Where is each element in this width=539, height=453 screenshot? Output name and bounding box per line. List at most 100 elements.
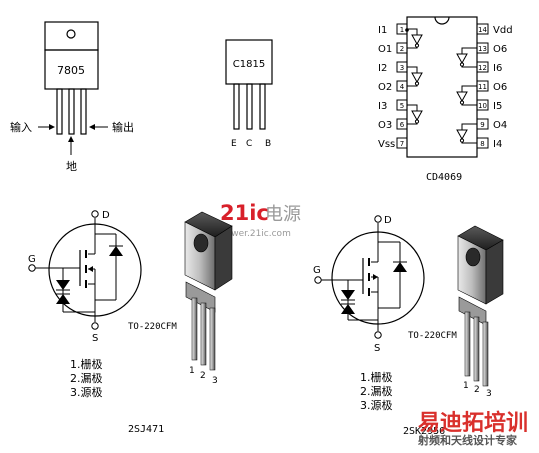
gate-label: G [28, 254, 36, 265]
input-label: 输入 [10, 120, 32, 134]
inverter-gate-icon [456, 123, 477, 144]
mosfet-symbol-right: D G S [313, 215, 425, 354]
left-pin-label: O1 [378, 44, 392, 55]
legend-item-drain: 2.漏极 [70, 371, 103, 385]
pin-number-2: 2 [200, 371, 206, 381]
regulator-7805: 7805 输入 输出 地 [10, 21, 134, 173]
inverter-gate-icon [456, 47, 477, 68]
right-pin-label: Vdd [493, 25, 513, 36]
inverter-gate-icon [407, 66, 423, 87]
right-pin-number: 13 [478, 45, 487, 53]
right-pin-number: 14 [478, 26, 487, 34]
transistor-lead-e [233, 83, 240, 130]
watermark-21ic: 21ic 电源 power.21ic.com [220, 201, 301, 239]
left-pin-number: 1 [400, 26, 404, 34]
left-pin-number: 2 [400, 45, 404, 53]
inverter-gates [407, 28, 477, 144]
source-label: S [92, 333, 98, 344]
flyback-diode-icon [109, 246, 123, 256]
source-terminal [374, 331, 382, 339]
package-lead-3 [209, 307, 216, 371]
right-pin-number: 12 [478, 64, 487, 72]
ic-body [406, 16, 478, 158]
drain-terminal [91, 210, 99, 218]
right-pin-number: 8 [480, 140, 484, 148]
pin-number-2: 2 [474, 385, 480, 395]
transistor-part-label: C1815 [233, 59, 265, 70]
right-pin-label: I5 [493, 101, 502, 112]
right-pin-label: I6 [493, 63, 502, 74]
package-lead-3 [482, 321, 489, 387]
regulator-lead-ground [68, 88, 75, 135]
ic-notch [434, 16, 450, 25]
output-label: 输出 [112, 120, 134, 134]
pin-label-e: E [231, 139, 237, 149]
footer-brand: 易迪拓培训 [418, 410, 528, 436]
pin-number-3: 3 [486, 389, 492, 399]
zener-diode-icon [56, 280, 70, 290]
part-number-right: 2SK2956 [403, 426, 445, 437]
ground-label: 地 [66, 160, 77, 173]
package-lead-1 [191, 297, 198, 361]
to220-package-right: 1 2 3 TO-220CFM [408, 225, 504, 399]
watermark-url: power.21ic.com [220, 229, 291, 239]
left-pin-number: 7 [400, 140, 404, 148]
right-pin-label: O6 [493, 82, 507, 93]
package-lead-2 [200, 302, 207, 366]
right-pin-number: 9 [480, 121, 484, 129]
regulator-lead-input [56, 88, 63, 135]
regulator-lead-output [80, 88, 87, 135]
left-pin-label: O2 [378, 82, 392, 93]
part-number-left: 2SJ471 [128, 424, 164, 435]
right-pin-label: O6 [493, 44, 507, 55]
transistor-lead-c [246, 83, 253, 130]
inverter-gate-icon [407, 104, 423, 125]
left-pin-label: Vss [378, 139, 395, 150]
package-lead-2 [473, 316, 480, 382]
legend-item-gate: 1.栅极 [360, 370, 393, 384]
footer-watermark: 易迪拓培训 射频和天线设计专家 [417, 410, 528, 447]
legend-item-gate: 1.栅极 [70, 357, 103, 371]
regulator-part-label: 7805 [57, 64, 85, 77]
footer-tagline: 射频和天线设计专家 [417, 433, 518, 447]
right-pin-label: I4 [493, 139, 502, 150]
transistor-c1815: C1815 E C B [225, 39, 273, 149]
pin-label-b: B [265, 139, 271, 149]
watermark-brand: 21ic [220, 201, 269, 225]
pin-number-3: 3 [212, 376, 218, 386]
right-pin-box [476, 23, 489, 35]
mounting-hole-icon [66, 29, 76, 39]
pin-label-c: C [246, 139, 252, 149]
inverter-gate-icon [407, 28, 423, 49]
right-pin-label: O4 [493, 120, 507, 131]
zener-diode-icon [341, 290, 355, 300]
package-side-face [214, 225, 233, 291]
pin-legend-right: 1.栅极 2.漏极 3.源极 2SK2956 [360, 370, 445, 437]
gate-terminal [28, 264, 36, 272]
package-hole-icon [465, 247, 481, 267]
regulator-tab [44, 21, 99, 51]
flyback-diode-icon [393, 262, 407, 272]
drain-terminal [374, 215, 382, 223]
mosfet-symbol-left: D G S [28, 210, 142, 344]
left-pin-label: I2 [378, 63, 387, 74]
pin-number-1: 1 [463, 381, 469, 391]
package-lead-1 [464, 311, 471, 377]
package-hole-icon [193, 233, 209, 253]
pin-number-1: 1 [189, 366, 195, 376]
left-pin-number: 5 [400, 102, 404, 110]
left-pin-box [396, 137, 408, 149]
gate-label: G [313, 265, 321, 276]
watermark-brand-cn: 电源 [265, 204, 301, 225]
left-pin-number: 4 [400, 83, 405, 91]
to220-package-left: 1 2 3 TO-220CFM [128, 211, 233, 386]
left-pin-number: 3 [400, 64, 404, 72]
drain-label: D [384, 215, 392, 226]
transistor-lead-b [259, 83, 266, 130]
